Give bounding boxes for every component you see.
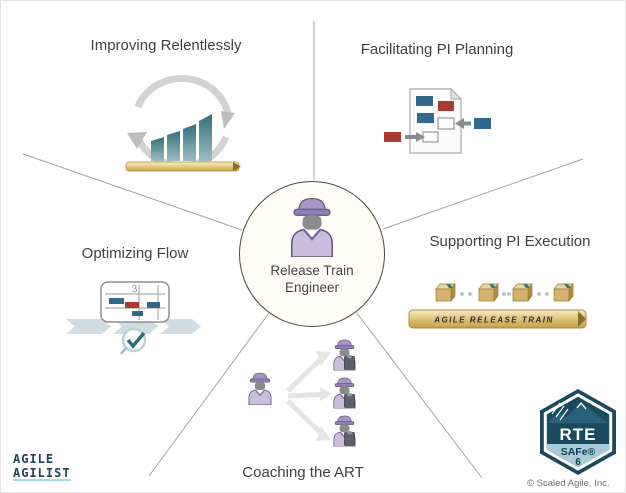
badge-version-label: 6 — [575, 457, 581, 468]
divider-line — [382, 158, 584, 230]
wip-limit-label: 3 — [131, 284, 138, 296]
cargo-box-icon — [553, 283, 574, 302]
cargo-box-icon — [435, 283, 456, 302]
agile-agilist-logo: AGILE AGILIST — [13, 452, 71, 481]
divider-line — [355, 311, 483, 479]
optimizing-title: Optimizing Flow — [81, 245, 189, 262]
center-role-label-line1: Release Train — [270, 263, 354, 278]
agile-release-train-banner-label: AGILE RELEASE TRAIN — [433, 316, 554, 325]
clipboard-icon — [344, 431, 355, 446]
improving-title: Improving Relentlessly — [90, 37, 242, 54]
divider-line — [22, 153, 243, 231]
train-engineer-person-icon — [290, 197, 334, 257]
release-train-boxes-icon: AGILE RELEASE TRAIN — [408, 283, 587, 329]
coach-person-icon — [248, 372, 272, 405]
copyright-notice: © Scaled Agile, Inc. — [527, 478, 610, 489]
mountain-icon — [547, 402, 609, 423]
logo-line1: AGILE — [13, 452, 55, 466]
cargo-box-icon — [512, 283, 533, 302]
center-role-circle: Release Train Engineer — [239, 181, 385, 327]
logo-line2: AGILIST — [13, 466, 71, 481]
cargo-box-icon — [478, 283, 499, 302]
planning-board-document-icon — [384, 87, 491, 154]
supporting-title: Supporting PI Execution — [429, 233, 591, 250]
clipboard-icon — [344, 393, 355, 408]
kanban-flow-check-icon: 3 — [66, 281, 201, 355]
badge-framework-label: SAFe® — [561, 446, 596, 458]
safe-rte-certification-badge: RTE SAFe® 6 — [540, 389, 616, 475]
badge-role-label: RTE — [560, 425, 597, 444]
center-role-label-line2: Engineer — [284, 280, 340, 295]
facilitating-title: Facilitating PI Planning — [360, 41, 514, 58]
clipboard-icon — [344, 355, 355, 370]
coach-to-team-arrows-icon — [248, 339, 356, 447]
divider-line — [148, 312, 270, 477]
coaching-title: Coaching the ART — [242, 464, 364, 481]
cycle-arrows-bar-chart-icon — [125, 74, 241, 172]
